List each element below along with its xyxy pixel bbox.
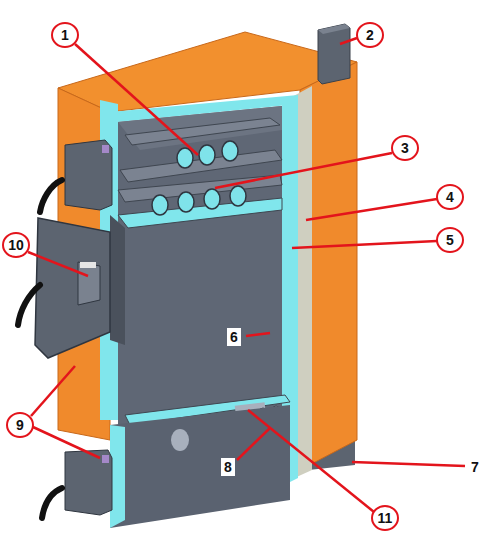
door-latch [80,262,96,268]
chamber-top [118,106,282,150]
ash-door [65,450,112,515]
callout-number: 6 [227,328,241,346]
hinge [102,455,109,463]
ash-port [171,429,189,451]
callout-number: 1 [51,22,79,48]
cleaning-door [65,140,112,210]
door-handle [40,180,62,212]
water-shelf [118,198,282,228]
door-frame [110,215,125,345]
leader-line [28,38,465,512]
loading-door [35,218,110,358]
flue-top [318,24,350,34]
callout-number: 9 [6,412,34,438]
callout-number: 8 [221,458,235,476]
callout-number: 7 [468,458,482,476]
callout-number: 11 [371,505,399,531]
callout-number: 5 [436,227,464,253]
tube-row [152,141,246,215]
callout-number: 3 [391,135,419,161]
door-handle [42,488,62,518]
flue-outlet [318,24,350,84]
hinge [102,145,109,153]
callout-number: 2 [356,22,384,48]
callout-number: 10 [2,232,30,258]
baffle [125,118,280,145]
door-handle [18,285,40,325]
door-window [78,262,100,305]
callout-number: 4 [436,184,464,210]
